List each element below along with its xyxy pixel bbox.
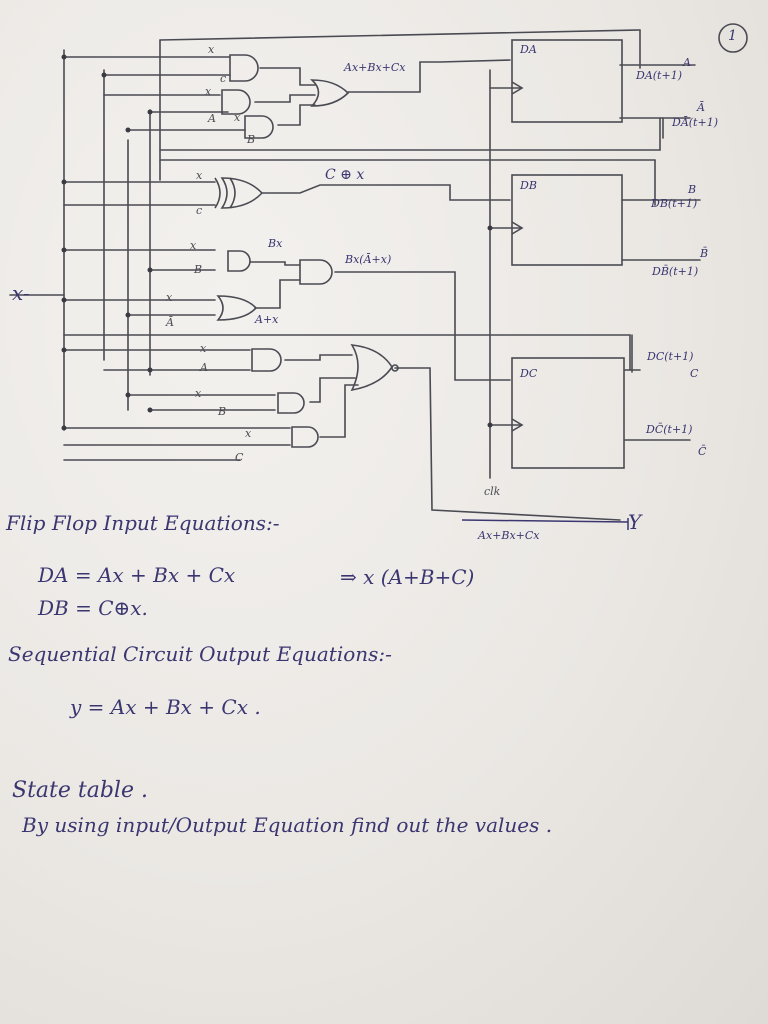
flipflop-dc-q-top: C bbox=[690, 367, 699, 380]
ax-output-label: A+x bbox=[255, 313, 279, 326]
and-gate-bx bbox=[227, 250, 251, 272]
and-gate-yb bbox=[277, 392, 305, 414]
bx-input-x: x bbox=[190, 239, 197, 252]
flipflop-dc-name: DC bbox=[520, 367, 538, 380]
flipflop-da-qbar-top: Ā bbox=[697, 101, 705, 114]
and-gate-2 bbox=[221, 89, 251, 115]
xor-input-x: x bbox=[196, 169, 203, 182]
yb-input-b: B bbox=[218, 405, 227, 418]
or-gate-da bbox=[309, 79, 350, 107]
page-number-circle bbox=[718, 23, 748, 53]
flipflop-da-q-top: A bbox=[683, 56, 691, 69]
flipflop-da-name: DA bbox=[520, 43, 537, 56]
g3-input-x: x bbox=[234, 111, 241, 124]
page-number: 1 bbox=[728, 28, 737, 44]
equation-db: DB = C⊕x. bbox=[38, 596, 148, 620]
section-title-output-equations: Sequential Circuit Output Equations:- bbox=[8, 642, 392, 666]
flipflop-dc-q: DC(t+1) bbox=[647, 350, 694, 363]
yc-input-c: C bbox=[235, 451, 244, 464]
and-gate-1 bbox=[229, 54, 259, 82]
bx-input-b: B bbox=[194, 263, 203, 276]
xor-input-c: c bbox=[196, 204, 203, 217]
flipflop-db-q: DB(t+1) bbox=[651, 197, 698, 210]
flipflop-db-name: DB bbox=[520, 179, 537, 192]
g1-input-x: x bbox=[208, 43, 215, 56]
flipflop-db-qbar: DB̄(t+1) bbox=[652, 265, 699, 278]
equation-da-simplified: ⇒ x (A+B+C) bbox=[340, 565, 475, 589]
g3-input-b: B bbox=[247, 133, 256, 146]
da-expression-label: Ax+Bx+Cx bbox=[344, 61, 406, 74]
ya-input-a: A bbox=[200, 361, 208, 374]
output-y-label: Y bbox=[628, 510, 642, 534]
or-gate-ax bbox=[216, 295, 258, 321]
equation-da: DA = Ax + Bx + Cx bbox=[38, 563, 236, 587]
flipflop-da-qbar: DĀ(t+1) bbox=[672, 116, 718, 129]
flipflop-da-q: DA(t+1) bbox=[636, 69, 682, 82]
input-x-label: x- bbox=[12, 281, 30, 305]
g2-input-x: x bbox=[205, 85, 212, 98]
clock-label: clk bbox=[484, 485, 501, 498]
flipflop-db-qbar-top: B̄ bbox=[700, 247, 709, 260]
flipflop-db-q-top: B bbox=[688, 183, 697, 196]
yb-input-x: x bbox=[195, 387, 202, 400]
flipflop-dc-qbar: DC̄(t+1) bbox=[646, 423, 693, 436]
y-expression-label: Ax+Bx+Cx bbox=[478, 529, 540, 542]
and-gate-ya bbox=[251, 348, 282, 372]
dc-expression-label: Bx(Ā+x) bbox=[345, 253, 392, 266]
g2-input-a: A bbox=[208, 112, 216, 125]
ax-input-x: x bbox=[166, 291, 173, 304]
ya-input-x: x bbox=[200, 342, 207, 355]
bx-output-label: Bx bbox=[268, 237, 283, 250]
nor-gate-y bbox=[350, 344, 393, 392]
flipflop-da bbox=[511, 39, 623, 123]
section-title-state-table: State table . bbox=[12, 778, 148, 803]
g1-input-c: c bbox=[220, 72, 227, 85]
and-gate-yc bbox=[291, 426, 319, 448]
db-expression-label: C ⊕ x bbox=[325, 167, 365, 183]
flipflop-db bbox=[511, 174, 623, 266]
xor-gate-db bbox=[220, 177, 264, 209]
and-gate-dc bbox=[299, 259, 333, 285]
ax-input-abar: Ā bbox=[166, 316, 174, 329]
equation-y: y = Ax + Bx + Cx . bbox=[70, 695, 261, 719]
flipflop-dc bbox=[511, 357, 625, 469]
flipflop-dc-qbar-top: C̄ bbox=[698, 445, 707, 458]
section-title-flipflop-equations: Flip Flop Input Equations:- bbox=[6, 511, 280, 535]
and-gate-3 bbox=[244, 115, 274, 139]
yc-input-x: x bbox=[245, 427, 252, 440]
state-table-instruction: By using input/Output Equation find out … bbox=[22, 813, 553, 837]
